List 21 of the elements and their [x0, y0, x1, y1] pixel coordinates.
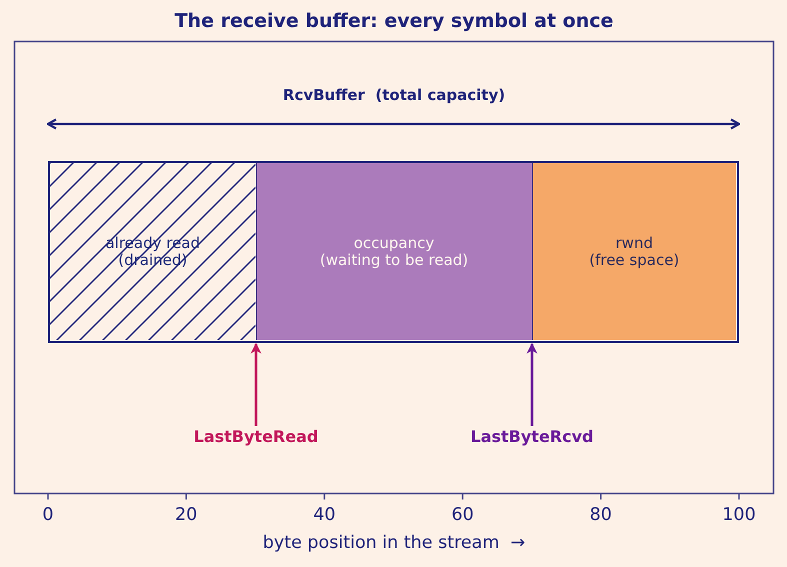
tick-label: 20: [175, 505, 198, 526]
leader-arrow: [251, 343, 261, 426]
tick-label: 40: [313, 505, 336, 526]
segment-note: (free space): [589, 252, 680, 268]
tick-label: 60: [451, 505, 474, 526]
dimension-label: RcvBuffer (total capacity): [282, 87, 506, 104]
buffer-segment: [256, 163, 532, 340]
tick-label: 100: [722, 505, 756, 526]
segment-label: rwnd: [616, 234, 653, 252]
leader-arrow: [527, 343, 537, 426]
tick-label: 0: [42, 505, 54, 526]
diagram-title: The receive buffer: every symbol at once: [174, 11, 614, 33]
buffer-outline: [48, 161, 739, 343]
pointer-label: LastByteRead: [194, 427, 318, 447]
hatched-segment: [50, 163, 256, 340]
tick-label: 80: [590, 505, 612, 526]
segment-note: (waiting to be read): [320, 252, 468, 268]
buffer-segment: [532, 163, 736, 340]
segment-label: occupancy: [354, 234, 434, 252]
axis-title: byte position in the stream →: [262, 533, 526, 554]
pointer-label: LastByteRcvd: [470, 427, 594, 447]
